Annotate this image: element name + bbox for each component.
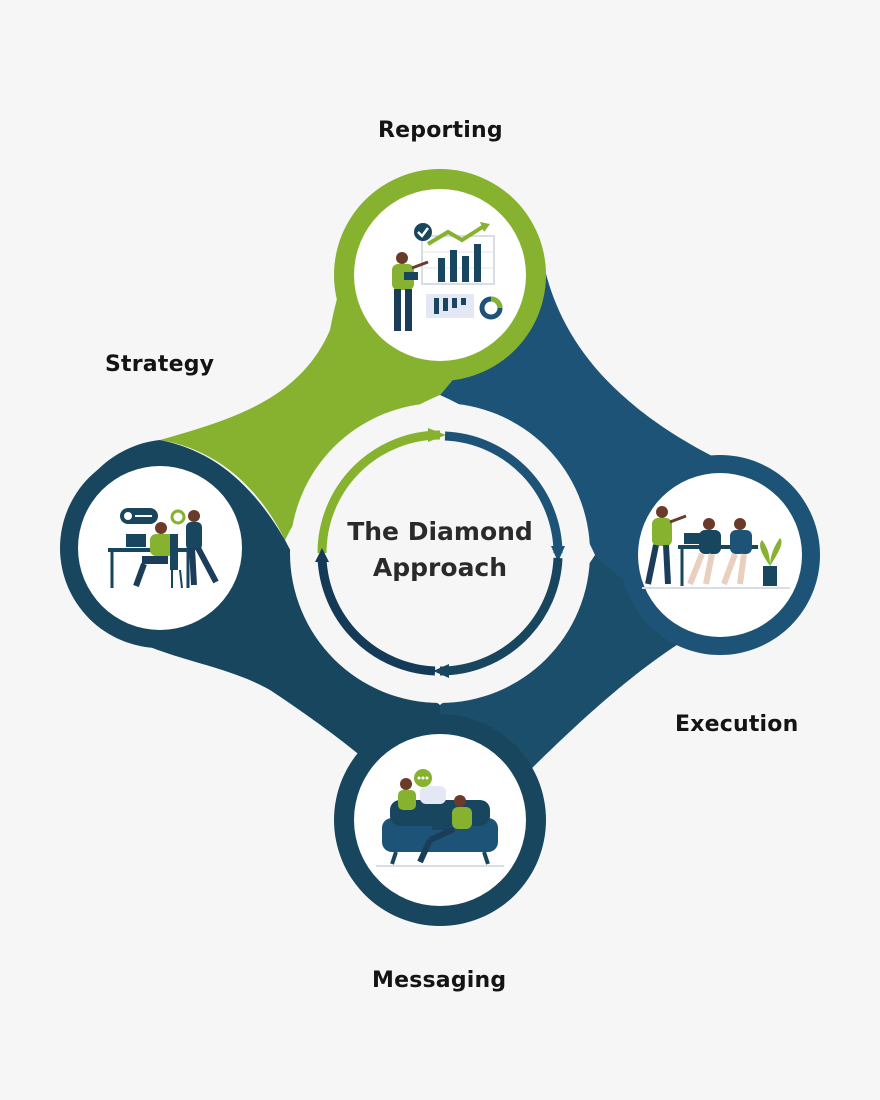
label-strategy: Strategy — [105, 352, 215, 377]
team-meeting-icon — [642, 506, 790, 589]
couple-chatting-on-sofa-icon — [376, 769, 504, 867]
label-execution: Execution — [675, 712, 799, 737]
presenter-bar-chart-icon — [392, 222, 503, 331]
label-messaging: Messaging — [372, 968, 507, 993]
arrowhead-icon — [428, 428, 446, 442]
cycle-arrow-navy — [317, 557, 436, 676]
center-hub — [290, 403, 590, 703]
arrowhead-icon — [433, 664, 449, 678]
node-execution — [620, 455, 820, 655]
arrowhead-icon — [551, 546, 565, 562]
arrowhead-icon — [315, 548, 329, 562]
label-reporting: Reporting — [378, 118, 503, 143]
cycle-arrow-blue-top — [444, 431, 563, 554]
center-title-line2: Approach — [372, 553, 508, 582]
center-title: The Diamond Approach — [300, 514, 580, 586]
cycle-arrow-green — [317, 430, 441, 554]
team-at-desk-icon — [108, 508, 219, 589]
center-title-line1: The Diamond — [347, 517, 533, 546]
cycle-arrow-blue-bottom — [439, 557, 563, 676]
